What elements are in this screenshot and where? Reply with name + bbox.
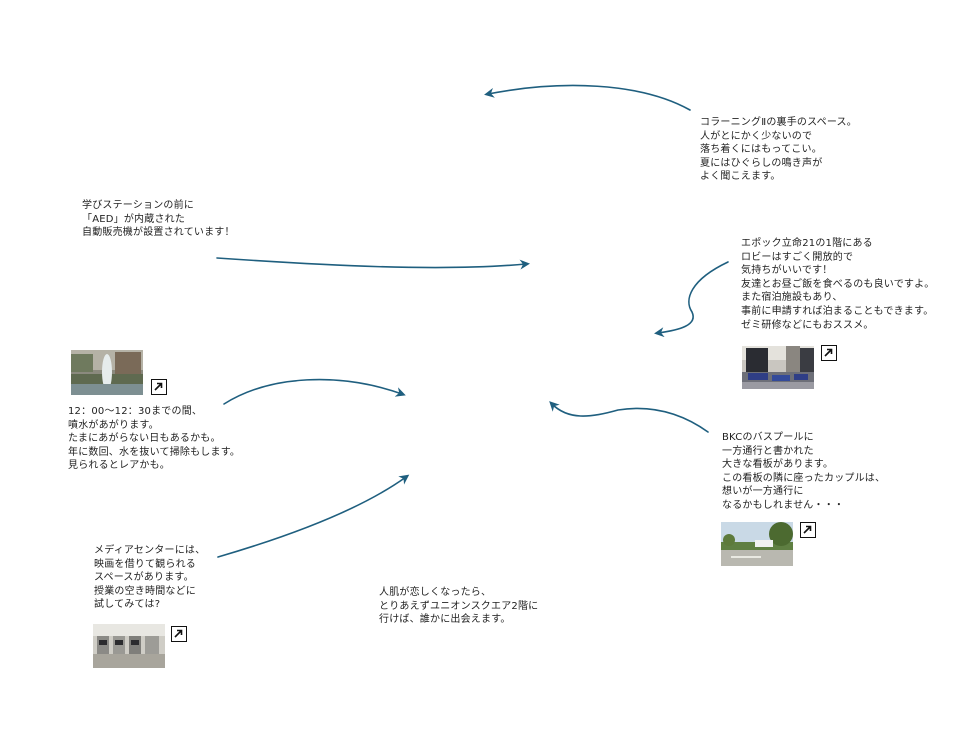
note-line: 「AED」が内蔵された	[82, 213, 186, 225]
bus-pool-photo[interactable]	[721, 522, 793, 566]
note-line: 自動販売機が設置されています！	[82, 227, 235, 239]
epoch-lobby-photo[interactable]	[742, 346, 814, 389]
arrow-media-center	[217, 474, 410, 558]
note-line: ロビーはすごく開放的で	[741, 251, 854, 263]
note-line: 行けば、誰かに出会えます。	[379, 614, 511, 626]
note-line: 学びステーションの前に	[82, 200, 194, 211]
note-line: 映画を借りて観られる	[94, 558, 196, 570]
note-line: 授業の空き時間などに	[94, 585, 196, 597]
note-union-square: 人肌が恋しくなったら、 とりあえずユニオンスクエア2階に 行けば、誰かに出会えま…	[379, 586, 538, 627]
note-line: また宿泊施設もあり、	[741, 292, 843, 304]
note-line: たまにあがらない日もあるかも。	[68, 433, 221, 445]
note-corridor: コラーニングⅡの裏手のスペース。 人がとにかく少ないので 落ち着くにはもってこい…	[700, 116, 857, 184]
note-line: 夏にはひぐらしの鳴き声が	[700, 157, 823, 169]
note-line: 12：00〜12：30までの間、	[68, 406, 203, 417]
note-line: ゼミ研修などにもおススメ。	[741, 319, 874, 331]
note-line: 友達とお昼ご飯を食べるのも良いですよ。	[741, 278, 935, 290]
note-line: 人がとにかく少ないので	[700, 130, 813, 142]
external-link-icon[interactable]	[800, 522, 816, 538]
note-line: スペースがあります。	[94, 572, 194, 584]
note-line: よく聞こえます。	[700, 171, 781, 183]
note-line: 想いが一方通行に	[722, 486, 804, 498]
external-link-icon[interactable]	[821, 345, 837, 361]
arrow-epoch	[654, 261, 729, 338]
note-line: 人肌が恋しくなったら、	[379, 587, 492, 598]
note-line: エポック立命21の1階にある	[741, 238, 873, 249]
external-link-icon[interactable]	[171, 626, 187, 642]
note-fountain: 12：00〜12：30までの間、 噴水があがります。 たまにあがらない日もあるか…	[68, 405, 240, 473]
note-line: メディアセンターには、	[94, 545, 206, 556]
note-line: 事前に申請すれば泊まることもできます。	[741, 305, 934, 317]
arrow-bus-pool	[549, 401, 709, 433]
note-epoch: エポック立命21の1階にある ロビーはすごく開放的で 気持ちがいいです！ 友達と…	[741, 237, 935, 332]
note-line: 大きな看板があります。	[722, 459, 834, 471]
note-aed: 学びステーションの前に 「AED」が内蔵された 自動販売機が設置されています！	[82, 199, 235, 240]
note-line: この看板の隣に座ったカップルは、	[722, 472, 886, 484]
external-link-icon[interactable]	[151, 379, 167, 395]
note-line: 試してみては?	[94, 599, 161, 611]
note-line: BKCのバスプールに	[722, 432, 814, 443]
note-line: コラーニングⅡの裏手のスペース。	[700, 117, 857, 128]
note-line: 見られるとレアかも。	[68, 460, 170, 472]
note-line: 気持ちがいいです！	[741, 265, 833, 277]
note-line: なるかもしれません・・・	[722, 499, 845, 511]
media-center-photo[interactable]	[93, 624, 165, 668]
arrow-aed	[216, 257, 530, 270]
note-line: 噴水があがります。	[68, 419, 159, 431]
note-bus-pool: BKCのバスプールに 一方通行と書かれた 大きな看板があります。 この看板の隣に…	[722, 431, 885, 513]
note-line: 落ち着くにはもってこい。	[700, 144, 822, 156]
fountain-photo[interactable]	[71, 350, 143, 395]
note-line: 年に数回、水を抜いて掃除もします。	[68, 446, 241, 458]
arrow-fountain	[223, 378, 406, 405]
arrow-corridor	[484, 84, 691, 111]
note-line: 一方通行と書かれた	[722, 445, 814, 457]
note-line: とりあえずユニオンスクエア2階に	[379, 600, 539, 612]
note-media-center: メディアセンターには、 映画を借りて観られる スペースがあります。 授業の空き時…	[94, 544, 205, 612]
